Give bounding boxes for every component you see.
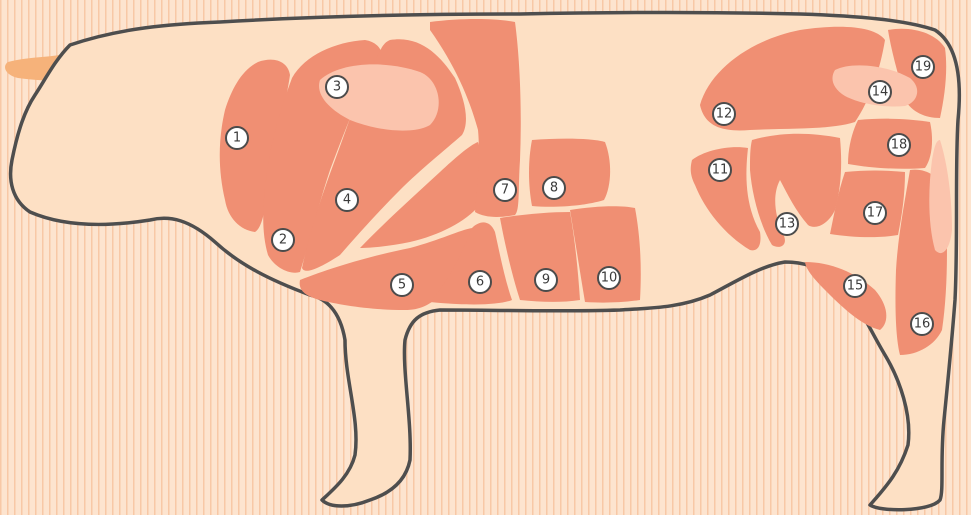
label-10: 10 (598, 267, 620, 289)
label-6: 6 (469, 271, 491, 293)
svg-text:18: 18 (891, 138, 908, 153)
svg-text:10: 10 (601, 271, 618, 286)
svg-text:6: 6 (476, 275, 484, 290)
label-17: 17 (864, 202, 886, 224)
svg-text:19: 19 (915, 60, 932, 75)
svg-text:9: 9 (542, 273, 550, 288)
label-5: 5 (391, 274, 413, 296)
label-15: 15 (844, 275, 866, 297)
label-7: 7 (494, 179, 516, 201)
label-13: 13 (776, 213, 798, 235)
label-8: 8 (543, 177, 565, 199)
label-19: 19 (912, 56, 934, 78)
svg-text:16: 16 (914, 317, 931, 332)
svg-text:2: 2 (279, 233, 287, 248)
label-4: 4 (336, 189, 358, 211)
svg-text:3: 3 (333, 80, 341, 95)
label-12: 12 (713, 103, 735, 125)
label-16: 16 (911, 313, 933, 335)
svg-text:15: 15 (847, 279, 864, 294)
label-2: 2 (272, 229, 294, 251)
svg-text:1: 1 (233, 131, 241, 146)
svg-text:14: 14 (872, 85, 889, 100)
svg-text:8: 8 (550, 181, 558, 196)
cut-8 (529, 139, 610, 207)
svg-text:12: 12 (716, 107, 733, 122)
svg-text:4: 4 (343, 193, 351, 208)
label-9: 9 (535, 269, 557, 291)
svg-text:7: 7 (501, 183, 509, 198)
svg-text:13: 13 (779, 217, 796, 232)
label-18: 18 (888, 134, 910, 156)
svg-text:11: 11 (712, 163, 729, 178)
label-3: 3 (326, 76, 348, 98)
svg-text:17: 17 (867, 206, 884, 221)
label-14: 14 (869, 81, 891, 103)
label-11: 11 (709, 159, 731, 181)
svg-text:5: 5 (398, 278, 406, 293)
label-1: 1 (226, 127, 248, 149)
